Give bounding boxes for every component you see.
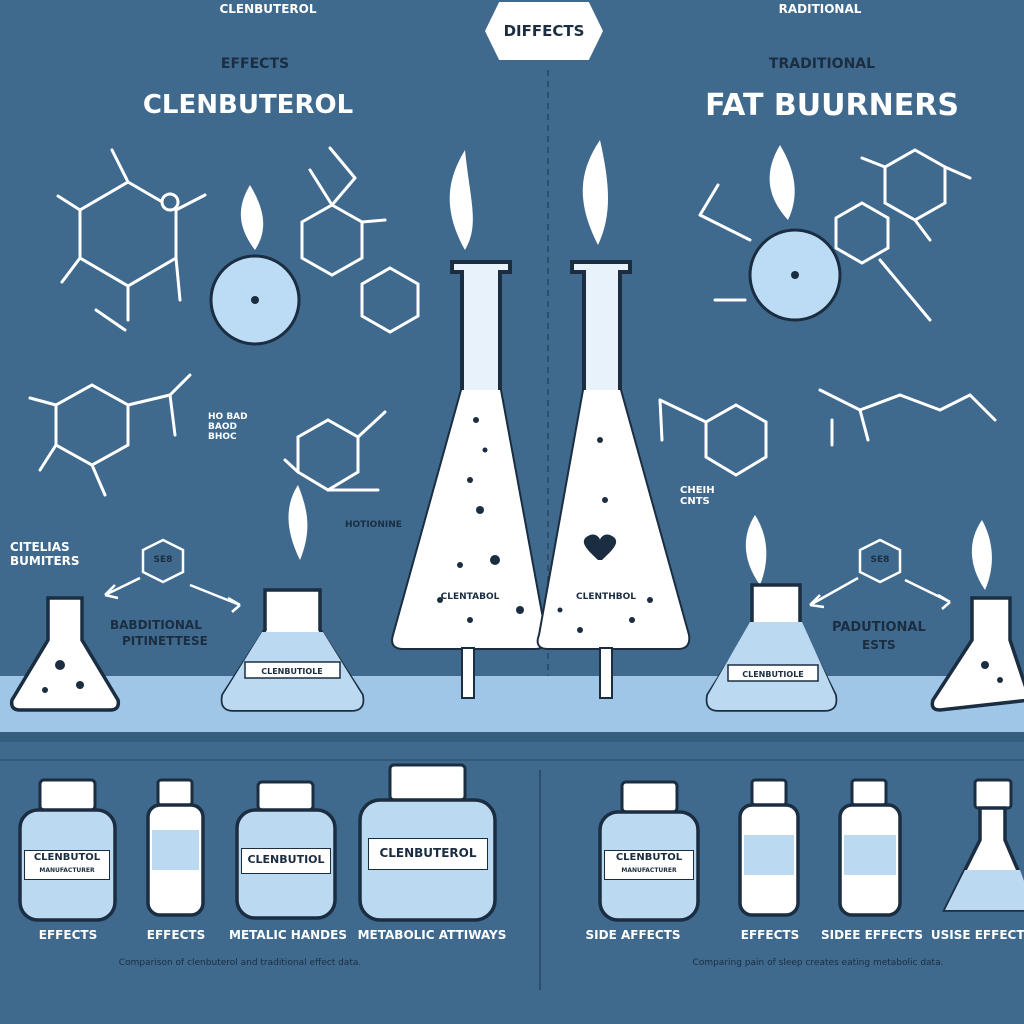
- right-hex-label: SE8: [870, 555, 890, 565]
- bottle-label-line1: CLENBUTOL: [615, 852, 683, 863]
- molecule-right-mid: [658, 388, 997, 477]
- bottle-2: [146, 778, 205, 917]
- lab-bench: [0, 676, 1024, 732]
- footnote-right: Comparing pain of sleep creates eating m…: [692, 958, 944, 968]
- left-chem-note: HOTIONINE: [345, 520, 402, 530]
- arrow-left-icon: [809, 576, 859, 609]
- bottle-label-line2: MANUFACTURER: [621, 867, 677, 874]
- flame-icons: [240, 140, 992, 590]
- sphere-core-right: [791, 271, 799, 279]
- flame-icon: [769, 145, 795, 220]
- small-flask-4: [930, 596, 1024, 712]
- center-flask-left-label: CLENTABOL: [440, 592, 500, 602]
- right-title: FAT BUURNERS: [705, 88, 959, 123]
- bottle-caption: METABOLIC ATTIWAYS: [357, 928, 507, 942]
- left-hex-label: SE8: [153, 555, 173, 565]
- flame-icon: [288, 485, 308, 560]
- bottle-8: [942, 778, 1024, 912]
- right-small-flask-label: CLENBUTIOLE: [742, 670, 804, 679]
- bottle-caption: METALIC HANDES: [229, 928, 347, 942]
- heart-icon: [583, 534, 617, 560]
- molecule-left-phenol: [283, 410, 387, 492]
- molecule-left-top: [56, 148, 207, 332]
- left-title: CLENBUTEROL: [142, 90, 354, 120]
- bottle-caption: SIDE AFFECTS: [585, 928, 681, 942]
- left-small-flask-label: CLENBUTIOLE: [261, 667, 323, 676]
- hex-badge-left: [141, 538, 185, 584]
- bottle-caption: SIDEE EFFECTS: [820, 928, 924, 942]
- center-flask-right-label: CLENTHBOL: [576, 592, 636, 602]
- bottle-7: [838, 778, 902, 917]
- bench-shadow: [0, 732, 1024, 742]
- bottle-label: CLENBUTOL MANUFACTURER: [604, 850, 694, 880]
- small-flask-3: [705, 583, 838, 712]
- flame-icon: [240, 185, 264, 250]
- bottle-caption: USISE EFFECTS: [930, 928, 1024, 942]
- top-right-tab: RADITIONAL: [778, 2, 862, 16]
- bottle-caption: EFFECTS: [146, 928, 206, 942]
- arrow-left-icon: [104, 576, 141, 600]
- center-flask-right: [536, 260, 691, 699]
- molecule-left-mid: [28, 373, 192, 497]
- bottle-label-line2: MANUFACTURER: [39, 867, 95, 874]
- center-flask-left: [391, 260, 548, 699]
- left-kicker: EFFECTS: [220, 56, 290, 72]
- small-flask-2: [220, 588, 365, 712]
- molecule-left-right: [300, 146, 420, 334]
- bottle-label: CLENBUTIOL: [241, 848, 331, 874]
- bottle-6: [738, 778, 800, 917]
- bottle-label: CLENBUTEROL: [368, 838, 488, 870]
- bottle-caption: EFFECTS: [740, 928, 800, 942]
- hex-badge-right: [858, 538, 902, 584]
- left-method-line2: PITINETTESE: [122, 634, 208, 648]
- bottle-label: CLENBUTOL MANUFACTURER: [24, 850, 110, 880]
- left-chem-small: HO BAD BAOD BHOC: [208, 412, 248, 442]
- left-mid-label: CITELIAS BUMITERS: [10, 540, 80, 568]
- right-chem-note: CHEIH CNTS: [680, 485, 715, 507]
- arrow-right-icon: [904, 578, 951, 610]
- left-method-line1: BABDITIONAL: [110, 618, 202, 632]
- sphere-core-left: [251, 296, 259, 304]
- flame-icon: [971, 520, 992, 590]
- right-method-line2: ESTS: [862, 638, 896, 652]
- bottle-caption: EFFECTS: [38, 928, 98, 942]
- bottle-label-line1: CLENBUTIOL: [247, 853, 325, 866]
- molecule-right-top: [698, 148, 972, 322]
- bottle-label-line1: CLENBUTOL: [33, 852, 101, 863]
- arrows: [104, 576, 951, 613]
- footnote-left: Comparison of clenbuterol and traditiona…: [118, 958, 362, 968]
- arrow-right-icon: [189, 583, 241, 613]
- top-left-tab: CLENBUTEROL: [219, 2, 317, 16]
- small-flask-1: [9, 596, 121, 712]
- flame-icon: [745, 515, 767, 585]
- center-badge: DIFFECTS: [485, 2, 603, 60]
- flame-icon: [582, 140, 608, 245]
- right-method-line1: PADUTIONAL: [832, 620, 926, 635]
- flame-icon: [449, 150, 473, 250]
- right-kicker: TRADITIONAL: [768, 56, 876, 72]
- bottle-label-line1: CLENBUTEROL: [379, 846, 477, 860]
